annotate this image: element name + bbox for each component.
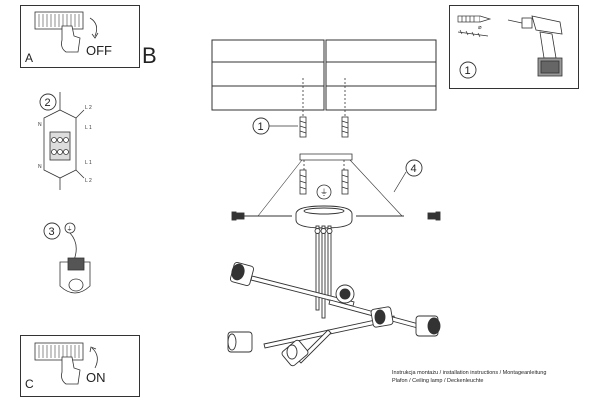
panel-c-letter: C bbox=[25, 377, 34, 391]
drill-icon bbox=[507, 15, 563, 77]
lamp-heads bbox=[227, 261, 441, 367]
arrow-down-icon bbox=[89, 17, 98, 37]
canopy-step-marker bbox=[405, 159, 423, 177]
wire-label-l2-top: L 2 bbox=[85, 105, 92, 111]
panel-a-action: OFF bbox=[86, 43, 112, 58]
hand-icon bbox=[61, 25, 81, 53]
canopy-step-number: 4 bbox=[411, 163, 417, 175]
wire-label-l1-top: L 1 bbox=[85, 125, 92, 131]
ground-step-number: 3 bbox=[49, 226, 55, 238]
breaker-box-c bbox=[34, 342, 98, 385]
breaker-box-a bbox=[34, 11, 99, 53]
lamp-head-3 bbox=[370, 306, 394, 328]
mounting-screws bbox=[299, 78, 349, 138]
lamp-head-4 bbox=[415, 315, 441, 337]
panel-b-letter: B bbox=[142, 43, 157, 68]
wiring-step-number: 2 bbox=[45, 97, 51, 109]
step-1-marker bbox=[459, 61, 477, 79]
panel-a-letter: A bbox=[25, 51, 34, 65]
wire-label-n-bottom: N bbox=[38, 164, 42, 170]
ground-connector: ⏚ bbox=[59, 222, 91, 294]
caption-line-1: Instrukcja montażu / installation instru… bbox=[392, 370, 547, 376]
ground-icon: ⏚ bbox=[67, 226, 73, 233]
ground-symbol-icon: ⏚ bbox=[320, 188, 328, 197]
lamp-head-5 bbox=[227, 331, 253, 353]
lamp-head-6 bbox=[281, 339, 309, 367]
wire-label-l2-bottom: L 2 bbox=[85, 178, 92, 184]
mounting-bracket: ⏚ bbox=[299, 153, 353, 200]
lamp-head-1 bbox=[229, 261, 255, 287]
tools-step-number: 1 bbox=[465, 65, 471, 77]
terminal-block bbox=[43, 92, 85, 190]
caption-line-2: Plafon / Ceiling lamp / Deckenleuchte bbox=[392, 378, 484, 384]
arrow-up-icon bbox=[91, 347, 98, 369]
lamp-head-2 bbox=[335, 284, 355, 304]
canopy bbox=[231, 159, 441, 229]
svg-text:⌀: ⌀ bbox=[478, 25, 482, 31]
step-3-marker bbox=[43, 222, 61, 240]
dowel-screw-icon: ⌀ bbox=[457, 15, 492, 38]
wire-label-n-top: N bbox=[38, 122, 42, 128]
hand-icon bbox=[61, 356, 81, 385]
screw-step-number: 1 bbox=[258, 121, 264, 133]
step-2-marker bbox=[39, 93, 57, 111]
wire-label-l1-bottom: L 1 bbox=[85, 160, 92, 166]
ceiling-panels bbox=[211, 39, 437, 111]
panel-c-action: ON bbox=[86, 370, 106, 385]
